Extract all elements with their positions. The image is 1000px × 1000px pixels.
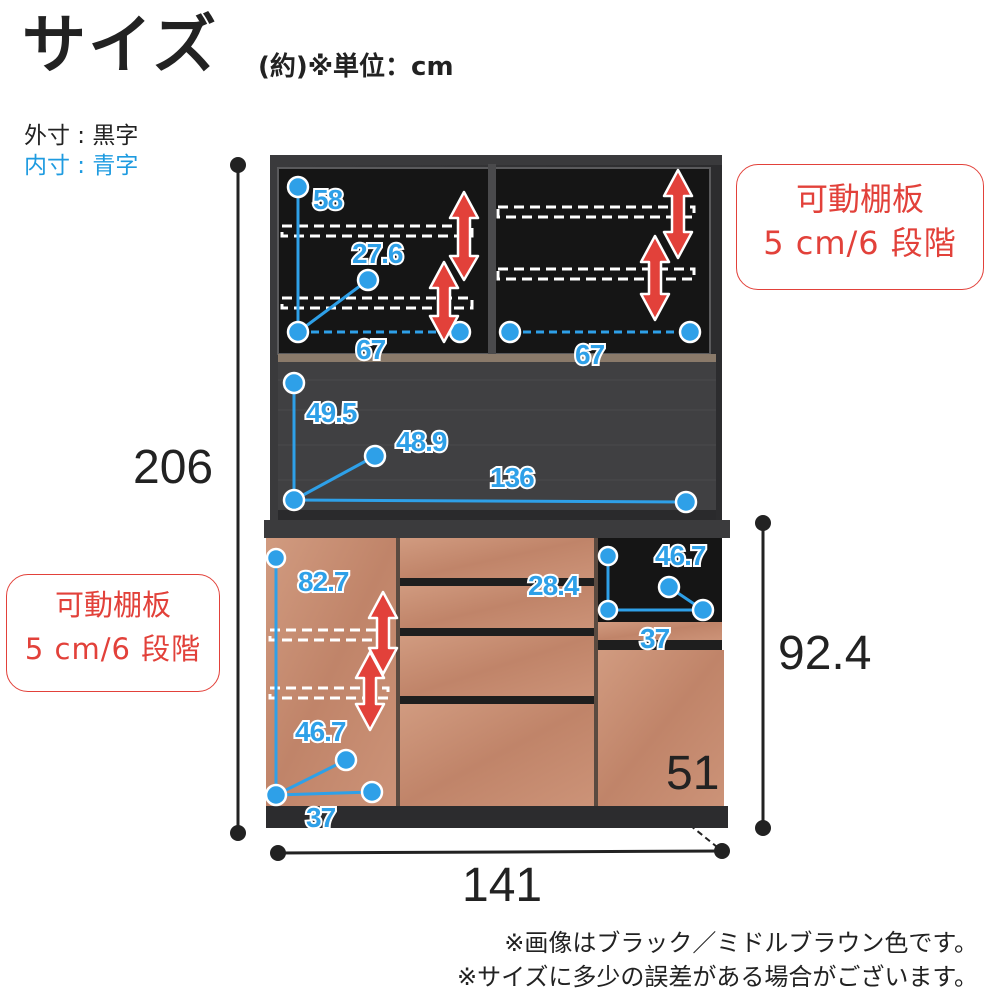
movable-shelf-callout-left: 可動棚板 5 cm/6 段階	[6, 574, 220, 692]
callout-left-line2: 5 cm/6 段階	[24, 632, 202, 666]
lower-height-label: 92.4	[778, 627, 872, 680]
depth-label: 51	[666, 747, 720, 800]
lower-cabinet	[264, 520, 730, 828]
legend-outer-dimensions: 外寸 : 黒字	[24, 123, 139, 149]
drawer-depth-label: 28.4	[526, 570, 581, 602]
small-shelf-width-label: 37	[638, 623, 672, 655]
lower-left-depth-label: 46.7	[293, 716, 348, 748]
small-shelf-depth-label: 46.7	[653, 540, 708, 572]
middle-depth-label: 48.9	[394, 426, 449, 458]
middle-width-label: 136	[488, 462, 537, 494]
page-title: サイズ	[22, 9, 219, 83]
total-height-label: 206	[133, 441, 214, 494]
total-width-label: 141	[462, 859, 543, 912]
middle-height-label: 49.5	[304, 397, 359, 429]
movable-shelves	[268, 205, 696, 700]
inner-dimension-lines	[274, 187, 704, 797]
callout-top-line2: 5 cm/6 段階	[763, 224, 957, 262]
upper-right-width-label: 67	[573, 339, 607, 371]
footnote-color: ※画像はブラック／ミドルブラウン色です。	[504, 929, 978, 957]
unit-note: (約)※単位：cm	[258, 52, 454, 82]
upper-left-height-label: 58	[311, 184, 345, 216]
lower-left-width-label: 37	[304, 802, 338, 834]
legend-inner-dimensions: 内寸 : 青字	[24, 153, 139, 179]
movable-shelf-callout-top: 可動棚板 5 cm/6 段階	[736, 164, 984, 290]
upper-shelf-depth-label: 27.6	[350, 238, 405, 270]
footnotes: ※画像はブラック／ミドルブラウン色です。 ※サイズに多少の誤差がある場合がござい…	[457, 926, 978, 994]
callout-top-line1: 可動棚板	[795, 180, 924, 218]
lower-left-height-label: 82.7	[296, 566, 351, 598]
callout-left-line1: 可動棚板	[54, 588, 171, 622]
outer-dimension-lines	[230, 157, 771, 861]
inner-dimension-dots	[264, 175, 715, 807]
upper-left-width-label: 67	[354, 334, 388, 366]
footnote-tolerance: ※サイズに多少の誤差がある場合がございます。	[457, 963, 978, 991]
upper-cabinet	[270, 155, 722, 524]
movable-shelf-arrows	[354, 168, 694, 732]
